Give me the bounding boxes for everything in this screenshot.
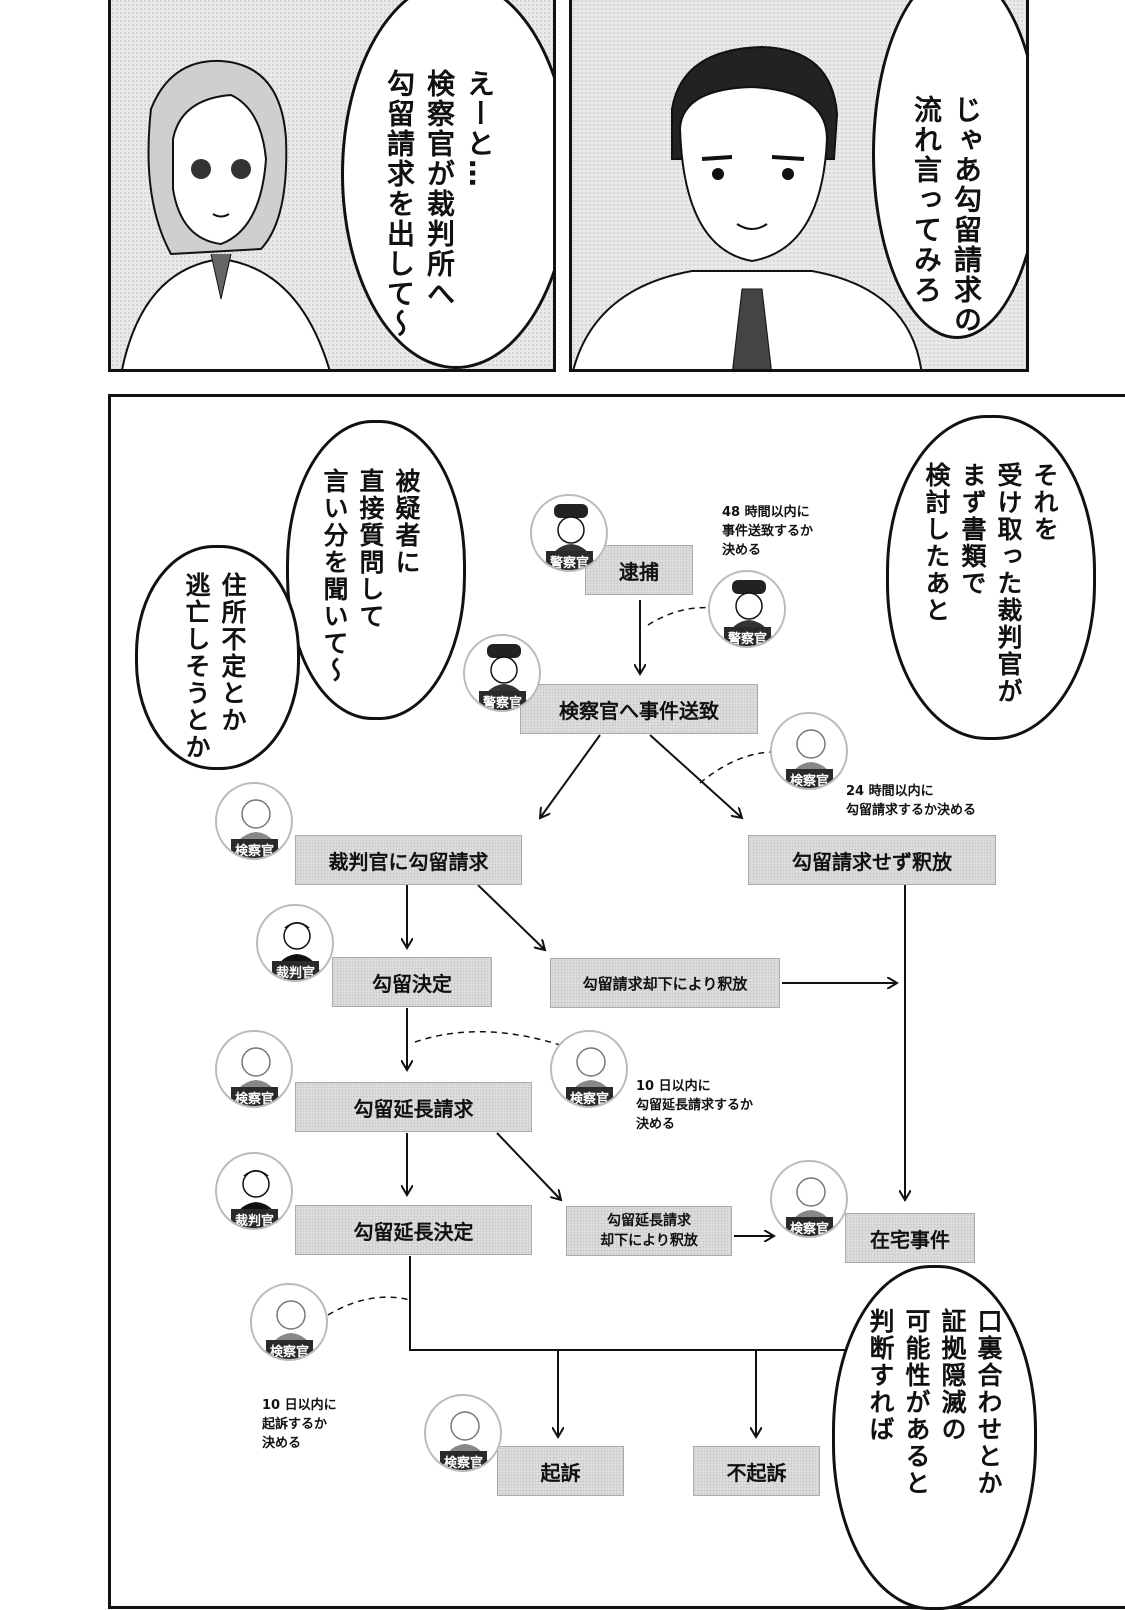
role-label: 検察官 [440,1451,488,1470]
speech-bubble-judge-review [886,415,1096,740]
box-arrest: 逮捕 [585,545,693,595]
speech-bubble-man [872,0,1026,339]
role-label: 検察官 [231,839,279,858]
avatar-prosecutor-4: 検察官 [550,1030,628,1108]
role-label: 検察官 [786,769,834,788]
avatar-prosecutor-3: 検察官 [215,1030,293,1108]
avatar-police-2: 警察官 [708,570,786,648]
role-label: 検察官 [266,1340,314,1359]
evidence-speech: 口裏合わせとか 証拠隠滅の 可能性があると 判断すれば [866,1308,1003,1497]
box-extension-request: 勾留延長請求 [295,1082,532,1132]
woman-speech: えーと… 検察官が裁判所へ 勾留請求を出して〜 [383,69,496,339]
man-illustration [572,45,923,369]
question-speech: 被疑者に 直接質問して 言い分を聞いて〜 [320,468,421,684]
role-label: 警察官 [546,551,594,570]
box-non-indictment: 不起訴 [693,1446,820,1496]
box-detention-decision: 勾留決定 [332,957,492,1007]
avatar-prosecutor-1: 検察官 [770,712,848,790]
woman-illustration [121,59,331,369]
avatar-prosecutor-2: 検察官 [215,782,293,860]
avatar-police-3: 警察官 [463,634,541,712]
box-at-home-case: 在宅事件 [845,1213,975,1263]
role-label: 検察官 [231,1087,279,1106]
avatar-prosecutor-7: 検察官 [424,1394,502,1472]
box-release-no-request: 勾留請求せず釈放 [748,835,996,885]
role-label: 警察官 [479,691,527,710]
panel-top-right: じゃあ勾留請求の 流れ言ってみろ [569,0,1029,372]
avatar-judge-1: 裁判官 [256,904,334,982]
box-send-to-prosecutor: 検察官へ事件送致 [520,684,758,734]
role-label: 裁判官 [231,1209,279,1228]
judge-review-speech: それを 受け取った裁判官が まず書類で 検討したあと [922,462,1059,705]
box-extension-decision: 勾留延長決定 [295,1205,532,1255]
note-48-hours: 48 時間以内に 事件送致するか 決める [722,505,814,558]
avatar-prosecutor-6: 検察官 [250,1283,328,1361]
box-indictment: 起訴 [497,1446,624,1496]
role-label: 警察官 [724,627,772,646]
box-release-rejected: 勾留請求却下により釈放 [550,958,780,1008]
escape-speech: 住所不定とか 逃亡しそうとか [182,572,247,761]
avatar-judge-2: 裁判官 [215,1152,293,1230]
note-10-days-indictment: 10 日以内に 起訴するか 決める [262,1398,337,1451]
note-10-days-extension: 10 日以内に 勾留延長請求するか 決める [636,1079,754,1132]
panel-top-left: えーと… 検察官が裁判所へ 勾留請求を出して〜 [108,0,556,372]
speech-bubble-woman [341,0,553,369]
speech-bubble-question [286,420,466,720]
note-24-hours: 24 時間以内に 勾留請求するか決める [846,784,977,818]
role-label: 検察官 [786,1217,834,1236]
speech-bubble-escape [135,545,300,770]
role-label: 裁判官 [272,961,320,980]
avatar-prosecutor-5: 検察官 [770,1160,848,1238]
box-release-extension-rejected: 勾留延長請求 却下により釈放 [566,1206,732,1256]
avatar-police-1: 警察官 [530,494,608,572]
role-label: 検察官 [566,1087,614,1106]
box-request-detention: 裁判官に勾留請求 [295,835,522,885]
man-speech: じゃあ勾留請求の 流れ言ってみろ [910,95,983,335]
